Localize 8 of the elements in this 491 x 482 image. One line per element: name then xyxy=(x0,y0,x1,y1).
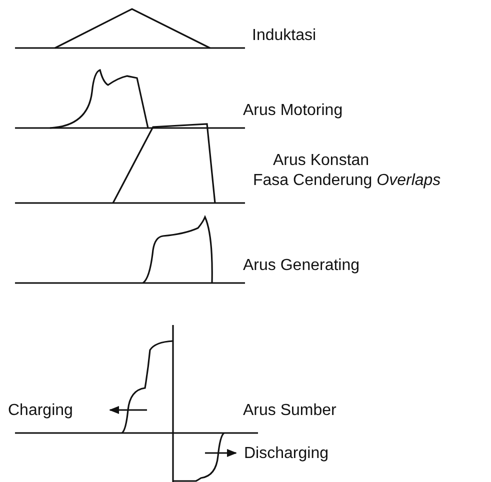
waveform-label: Arus Konstan xyxy=(273,152,370,170)
waveform-label: Arus Generating xyxy=(243,257,360,275)
waveform-label: Induktasi xyxy=(252,27,316,45)
waveform-label: Fasa Cenderung Overlaps xyxy=(253,172,441,190)
waveform-label: Arus Sumber xyxy=(243,402,336,420)
waveform-label: Arus Motoring xyxy=(243,102,343,120)
direction-label: Discharging xyxy=(244,445,328,463)
direction-label: Charging xyxy=(8,402,73,420)
